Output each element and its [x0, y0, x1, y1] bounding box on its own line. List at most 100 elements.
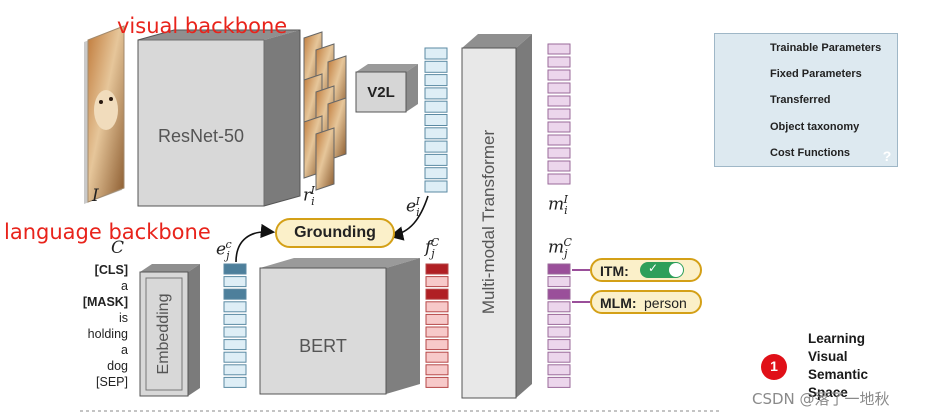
feature-cell	[223, 339, 247, 351]
feature-cell	[424, 74, 448, 87]
feature-cell	[424, 47, 448, 60]
feature-cell	[425, 376, 449, 388]
text-output-symbol: mjC	[548, 236, 572, 261]
caption-token: a	[121, 279, 128, 293]
feature-cell	[425, 276, 449, 288]
mlm-cost: MLM: person	[590, 290, 702, 314]
caption-token: [MASK]	[82, 295, 128, 309]
resnet-block	[137, 29, 301, 207]
feature-cell	[223, 301, 247, 313]
legend-trainable: Trainable Parameters	[770, 42, 882, 54]
visual-embedding-symbol: eiI	[406, 195, 420, 220]
visual-embedding-column	[424, 47, 448, 193]
caption-token: dog	[107, 359, 128, 373]
legend: Trainable Parameters Fixed Parameters Tr…	[714, 33, 898, 167]
caption-token: [CLS]	[94, 263, 128, 277]
transformer-label: Multi-modal Transformer	[479, 129, 498, 315]
step-title: Learning Visual Semantic Space	[808, 330, 868, 402]
feature-cell	[547, 147, 571, 159]
caption-symbol: C	[111, 238, 125, 258]
feature-cell	[424, 127, 448, 140]
feature-cell	[547, 263, 571, 275]
feature-cell	[547, 108, 571, 120]
feature-cell	[547, 173, 571, 185]
feature-cell	[223, 276, 247, 288]
feature-cell	[223, 351, 247, 363]
feature-cell	[223, 313, 247, 325]
feature-cell	[547, 364, 571, 376]
legend-fixed: Fixed Parameters	[770, 68, 862, 80]
mlm-label: MLM:	[600, 295, 637, 311]
bert-label: BERT	[299, 336, 347, 356]
help-label[interactable]: ?	[882, 148, 892, 164]
feature-cell	[547, 95, 571, 107]
toggle-knob	[669, 263, 683, 277]
step-line-1: Learning	[808, 331, 866, 346]
arrow-visual-to-grounding	[388, 195, 429, 241]
embedding-label: Embedding	[155, 293, 172, 375]
itm-cost: ITM: ✓	[590, 258, 702, 282]
step-line-4: Space	[808, 385, 848, 400]
watermark: CSDN @落了一地秋	[752, 390, 890, 408]
legend-cost: Cost Functions	[770, 147, 851, 159]
image-symbol: I	[92, 186, 99, 206]
visual-backbone-annotation: visual backbone	[117, 14, 288, 38]
feature-cell	[223, 288, 247, 300]
feature-cell	[547, 69, 571, 81]
bert-block	[259, 258, 420, 395]
feature-cell	[547, 43, 571, 55]
visual-output-column	[547, 43, 571, 185]
check-icon: ✓	[648, 261, 659, 275]
feature-cell	[547, 276, 571, 288]
text-feature-symbol: fjC	[425, 236, 440, 261]
text-feature-column	[425, 263, 449, 388]
caption-embedding-column	[223, 263, 247, 388]
caption-token: holding	[87, 327, 128, 341]
feature-cell	[223, 364, 247, 376]
input-image	[84, 25, 125, 204]
feature-cell	[547, 121, 571, 133]
feature-cell	[547, 326, 571, 338]
feature-cell	[425, 313, 449, 325]
caption-token: [SEP]	[96, 375, 128, 389]
feature-cell	[424, 140, 448, 153]
step-number: 1	[770, 358, 778, 374]
feature-cell	[425, 364, 449, 376]
feature-cell	[425, 339, 449, 351]
feature-cell	[425, 301, 449, 313]
feature-cell	[425, 351, 449, 363]
embedding-block	[139, 264, 200, 397]
feature-cell	[424, 60, 448, 73]
feature-cell	[223, 326, 247, 338]
feature-cell	[424, 87, 448, 100]
step-line-2: Visual	[808, 349, 848, 364]
feature-cell	[425, 263, 449, 275]
feature-cell	[547, 301, 571, 313]
feature-cell	[424, 167, 448, 180]
v2l-block	[355, 64, 418, 113]
feature-cell	[223, 263, 247, 275]
feature-cell	[547, 351, 571, 363]
feature-cell	[223, 376, 247, 388]
itm-toggle[interactable]: ✓	[640, 261, 684, 278]
transformer-block	[461, 34, 532, 399]
region-crops	[303, 31, 347, 191]
caption-token: is	[118, 311, 128, 325]
text-output-column	[547, 263, 571, 388]
caption-token: a	[121, 343, 128, 357]
resnet-label: ResNet-50	[157, 126, 245, 146]
region-symbol: riI	[303, 184, 316, 209]
feature-cell	[547, 56, 571, 68]
feature-cell	[547, 313, 571, 325]
legend-transferred: Transferred	[770, 94, 831, 106]
language-backbone-annotation: language backbone	[4, 220, 211, 244]
step-line-3: Semantic	[808, 367, 869, 382]
mlm-value: person	[644, 295, 687, 311]
feature-cell	[425, 326, 449, 338]
v2l-label: V2L	[367, 84, 395, 101]
legend-taxonomy: Object taxonomy	[770, 121, 860, 133]
feature-cell	[547, 339, 571, 351]
step-badge-icon	[761, 354, 787, 380]
feature-cell	[425, 288, 449, 300]
